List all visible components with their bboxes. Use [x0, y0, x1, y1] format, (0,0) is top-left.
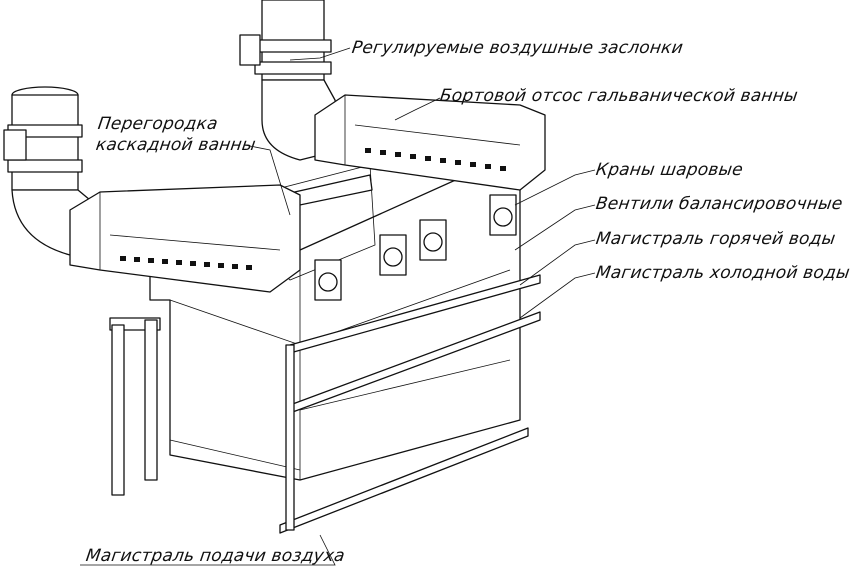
label-dampers: Регулируемые воздушные заслонки [350, 38, 685, 58]
label-partition-line1: Перегородка [96, 114, 220, 134]
right-side-exhaust-hood [314, 94, 546, 191]
label-balancing-valves: Вентили балансировочные [594, 194, 844, 214]
label-hot-water-main: Магистраль горячей воды [594, 229, 837, 249]
label-air-supply-main: Магистраль подачи воздуха [84, 546, 347, 566]
label-partition-line2: каскадной ванны [94, 135, 257, 155]
left-side-exhaust-hood [69, 184, 301, 293]
ball-valves [314, 194, 517, 301]
air-supply-pipe [279, 427, 529, 534]
label-side-exhaust: Бортовой отсос гальванической ванны [438, 86, 800, 106]
pipes [109, 274, 541, 534]
leader-lines [80, 47, 596, 566]
label-ball-valves: Краны шаровые [594, 160, 745, 180]
label-cold-water-main: Магистраль холодной воды [594, 263, 852, 283]
